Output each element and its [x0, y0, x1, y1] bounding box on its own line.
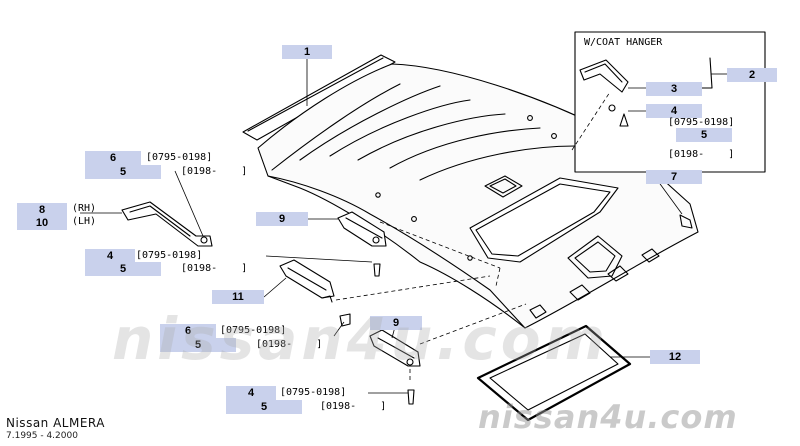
right-hand-label: (RH) [72, 203, 97, 214]
date-range-6: [0795-0198] [220, 325, 287, 336]
callout-part-12: 12 [650, 350, 700, 364]
date-range-6: [0795-0198] [146, 152, 213, 163]
assist-grip-middle [279, 259, 335, 303]
callout-part-1: 1 [282, 45, 332, 59]
left-hand-label: (LH) [72, 216, 97, 227]
inset-date-from: [0198- ] [668, 149, 735, 160]
dashed-leaders [335, 91, 611, 380]
callout-part-9: 9 [370, 316, 422, 330]
callout-part-11: 11 [212, 290, 264, 304]
callout-part-4: 4 [85, 249, 135, 263]
callout-part-8: 8 [17, 203, 67, 217]
callout-part-3: 3 [646, 82, 702, 96]
callout-part-5: 5 [676, 128, 732, 142]
callout-part-6: 6 [160, 324, 216, 338]
screws [339, 263, 415, 405]
date-from-5: [0198- ] [320, 401, 387, 412]
callout-part-4: 4 [226, 386, 276, 400]
callout-part-9: 9 [256, 212, 308, 226]
date-range-4: [0795-0198] [280, 387, 347, 398]
inset-date-range: [0795-0198] [668, 117, 735, 128]
callout-part-2: 2 [727, 68, 777, 82]
production-years: 7.1995 - 4.2000 [6, 431, 78, 441]
date-range-4: [0795-0198] [136, 250, 203, 261]
sun-visor-bracket-left [121, 201, 213, 247]
sunroof-weatherstrip [476, 324, 632, 422]
leader-lines [80, 59, 727, 394]
assist-grip-upper [337, 211, 387, 247]
inset-title: W/COAT HANGER [584, 37, 663, 48]
callout-part-5: 5 [226, 400, 302, 414]
callout-part-10: 10 [17, 216, 67, 230]
date-from-5: [0198- ] [181, 166, 248, 177]
coat-hanger-inset [574, 31, 766, 173]
callout-part-6: 6 [85, 151, 141, 165]
callout-part-4: 4 [646, 104, 702, 118]
model-name: Nissan ALMERA [6, 416, 105, 430]
assist-grip-lower [369, 329, 421, 367]
callout-part-5: 5 [85, 165, 161, 179]
date-from-5: [0198- ] [256, 339, 323, 350]
callout-part-7: 7 [646, 170, 702, 184]
date-from-5: [0198- ] [181, 263, 248, 274]
callout-part-5: 5 [160, 338, 236, 352]
front-strip-part [242, 54, 396, 141]
callout-part-5: 5 [85, 262, 161, 276]
